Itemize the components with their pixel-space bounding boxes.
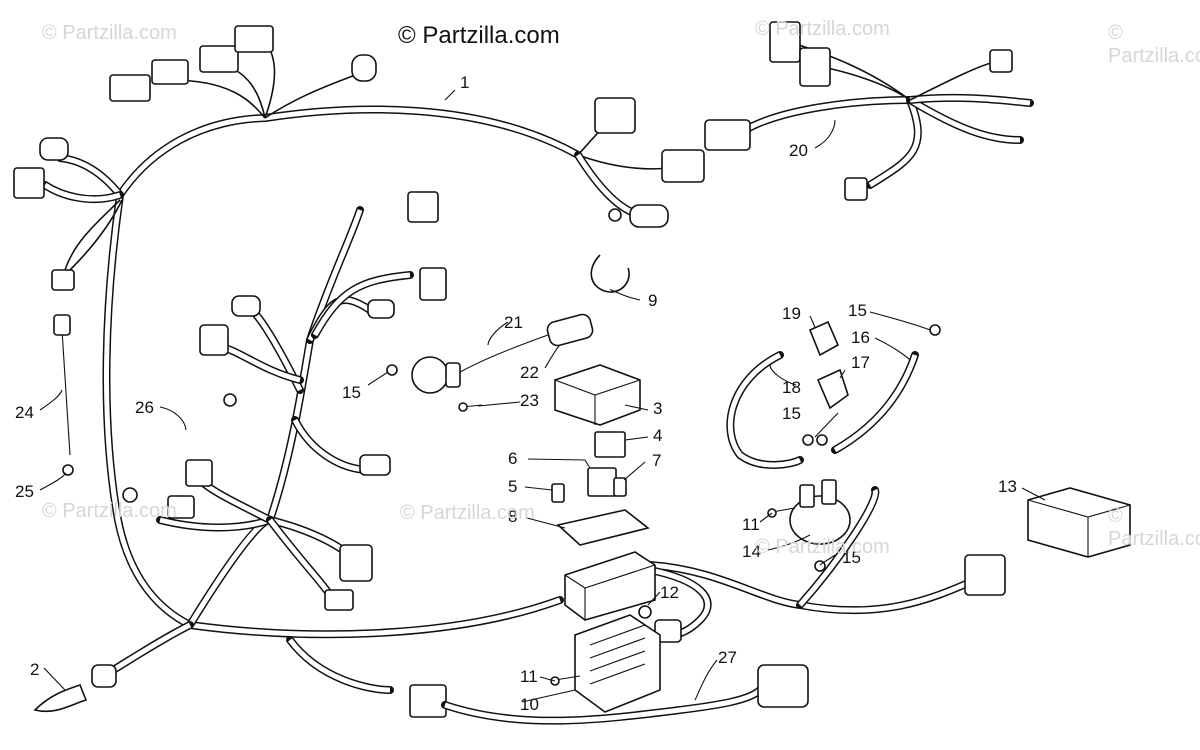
callout-16: 16 [851,328,870,347]
callout-17: 17 [851,353,870,372]
watermark-text: © Partzilla.com [755,536,890,558]
callout-15-mid: 15 [782,404,801,423]
watermark-text: © Partzilla.com [1108,505,1200,550]
callout-25: 25 [15,482,34,501]
callout-13: 13 [998,477,1017,496]
callout-27: 27 [718,648,737,667]
callout-19: 19 [782,304,801,323]
callout-20: 20 [789,141,808,160]
callout-11-regulator: 11 [520,667,538,686]
callout-15-left: 15 [342,383,361,402]
callout-21: 21 [504,313,523,332]
callout-22: 22 [520,363,539,382]
callout-11-solenoid: 11 [742,515,760,534]
callout-10: 10 [520,695,539,714]
leader-lines [39,89,1046,703]
callout-12: 12 [660,583,679,602]
callout-8: 8 [508,507,517,526]
callout-5: 5 [508,477,517,496]
callout-2: 2 [30,660,39,679]
callout-23: 23 [520,391,539,410]
callout-3: 3 [653,399,662,418]
harness-20 [741,41,1034,189]
callout-26: 26 [135,398,154,417]
watermark-text: © Partzilla.com [42,500,177,522]
watermark-text: © Partzilla.com [400,502,535,524]
callout-24: 24 [15,403,34,422]
callout-15-top: 15 [848,301,867,320]
main-harness [41,41,979,694]
callout-4: 4 [653,426,662,445]
components [33,254,1131,725]
copyright-label: © Partzilla.com [398,22,560,49]
watermark-text: © Partzilla.com [42,22,177,44]
callout-14: 14 [742,542,761,561]
connectors [13,21,1013,718]
callout-1: 1 [460,73,469,92]
watermark-text: © Partzilla.com [755,18,890,40]
callout-7: 7 [652,451,661,470]
callout-18: 18 [782,378,801,397]
callout-9: 9 [648,291,657,310]
callout-15-bottom: 15 [842,548,861,567]
callout-6: 6 [508,449,517,468]
watermark-text: © Partzilla.com [1108,22,1200,67]
callout-numbers: 1 2 3 4 5 6 7 8 9 10 11 11 12 13 14 15 1… [15,73,1017,714]
